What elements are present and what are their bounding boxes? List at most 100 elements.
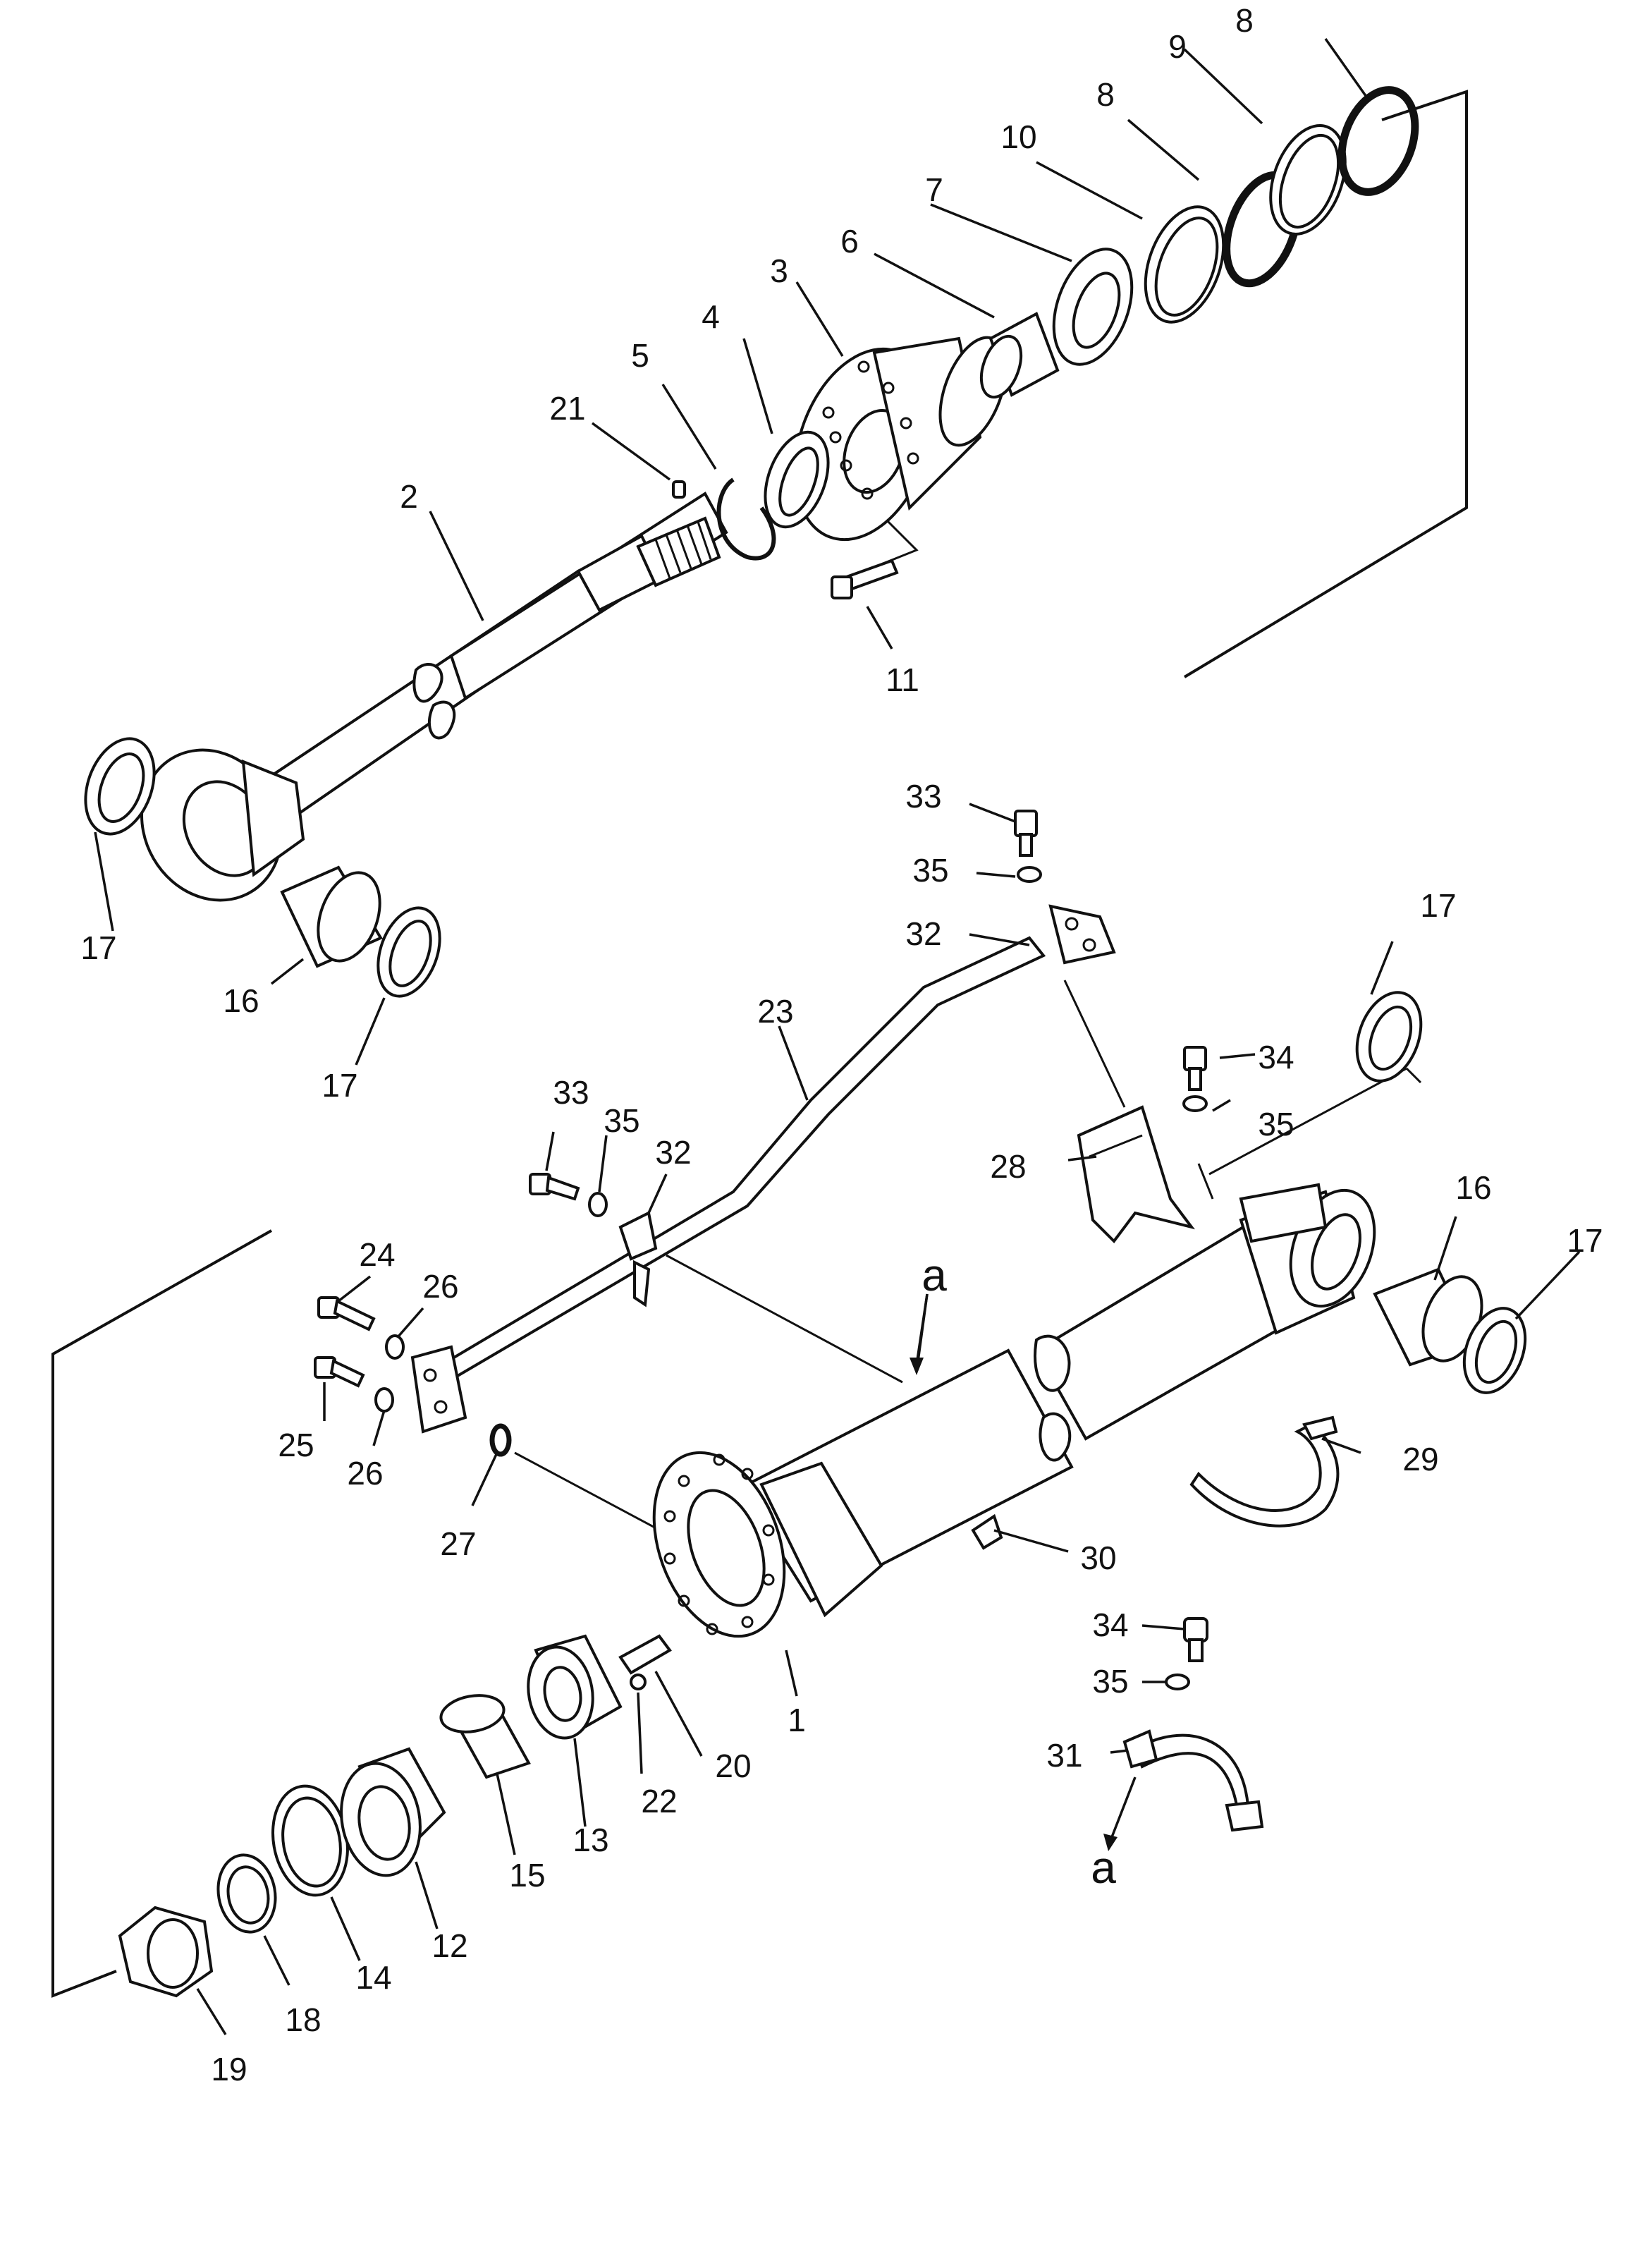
callout-10: 10 — [1000, 118, 1036, 155]
washer-26-lower — [374, 1387, 394, 1413]
nut-19 — [118, 1906, 214, 1998]
callout-11: 11 — [886, 662, 919, 698]
o-ring-8-outer — [1337, 86, 1419, 196]
seal-14 — [271, 1784, 349, 1897]
washer-26-upper — [385, 1334, 405, 1360]
piston-12 — [340, 1747, 446, 1877]
callout-17-lower-left: 17 — [322, 1067, 357, 1104]
callout-20: 20 — [715, 1748, 751, 1784]
callout-12: 12 — [431, 1927, 467, 1964]
callout-1: 1 — [788, 1702, 806, 1738]
callout-2: 2 — [400, 478, 418, 515]
clamp-30 — [971, 1513, 1003, 1550]
washer-35-mid — [588, 1192, 608, 1217]
bolt-34-lower — [1183, 1617, 1208, 1662]
callout-17-right-bottom: 17 — [1567, 1222, 1603, 1259]
cylinder-head — [793, 336, 1008, 542]
callout-7: 7 — [925, 171, 943, 208]
callout-32-mid: 32 — [655, 1134, 691, 1171]
callout-35-right: 35 — [1258, 1106, 1294, 1142]
callout-3: 3 — [770, 252, 788, 289]
seal-7 — [1052, 248, 1134, 366]
callout-25: 25 — [278, 1427, 314, 1463]
callout-labels: 1 2 3 4 5 6 7 8 8 9 10 11 12 13 14 15 16… — [80, 2, 1603, 2087]
bolt-25 — [314, 1356, 365, 1388]
clamp-31 — [1122, 1729, 1264, 1832]
callout-14: 14 — [355, 1959, 391, 1996]
callout-4: 4 — [702, 298, 720, 335]
lower-group-frame — [51, 1229, 272, 1998]
clamp-32-upper — [618, 1211, 658, 1307]
callout-27: 27 — [440, 1525, 476, 1562]
set-screw-21 — [672, 480, 686, 499]
dust-seal-17-right-bottom — [1462, 1307, 1527, 1394]
callout-6: 6 — [840, 223, 859, 260]
pipe-23 — [428, 936, 1046, 1388]
callout-26-lower: 26 — [347, 1455, 383, 1492]
callout-34-upper: 34 — [1258, 1039, 1294, 1075]
callout-8-inner: 8 — [1096, 76, 1115, 113]
bushing-6 — [979, 312, 1060, 399]
bolt-34-upper — [1183, 1046, 1207, 1091]
callout-16-left: 16 — [223, 982, 259, 1019]
dust-seal-17-top-left — [84, 737, 156, 836]
ball-22 — [630, 1673, 647, 1690]
pipe-flange-left — [410, 1345, 467, 1434]
pipe-flange-right — [1048, 904, 1116, 965]
clamp-29 — [1189, 1415, 1340, 1528]
bushing-16-right — [1373, 1267, 1483, 1367]
callout-28: 28 — [990, 1148, 1026, 1185]
ring-10 — [1144, 205, 1225, 324]
view-marker-a-upper: a — [922, 1250, 947, 1300]
washer-35-upper — [1017, 866, 1042, 883]
bracket-guide-lines — [514, 980, 1422, 1539]
callout-13: 13 — [573, 1822, 608, 1858]
plug-20 — [618, 1634, 672, 1675]
callout-35-mid: 35 — [604, 1102, 639, 1139]
bolt-24 — [317, 1296, 376, 1331]
callout-17-right-top: 17 — [1420, 887, 1456, 924]
cylinder-tube — [652, 1183, 1376, 1638]
o-ring-27 — [489, 1423, 512, 1457]
view-marker-labels: a a — [922, 1250, 1116, 1893]
view-marker-a-lower: a — [1091, 1842, 1116, 1893]
bushing-16-left — [280, 865, 383, 968]
view-arrows — [910, 1293, 1137, 1851]
callout-29: 29 — [1402, 1441, 1438, 1477]
callout-9: 9 — [1168, 28, 1187, 65]
callout-22: 22 — [641, 1783, 677, 1819]
callout-23: 23 — [757, 993, 793, 1030]
ring-18 — [216, 1853, 277, 1934]
callout-17-top-left: 17 — [80, 929, 116, 966]
bolt-33-mid — [529, 1173, 580, 1201]
callout-35-upper: 35 — [912, 852, 948, 889]
nut-13 — [527, 1634, 623, 1740]
snap-ring-5 — [716, 477, 776, 561]
callout-32-upper: 32 — [905, 915, 941, 952]
bracket-28 — [1077, 1105, 1195, 1244]
callout-5: 5 — [631, 337, 649, 374]
callout-8-outer: 8 — [1235, 2, 1254, 39]
washer-35-lower — [1165, 1673, 1190, 1690]
leader-lines — [94, 37, 1581, 2035]
callout-24: 24 — [359, 1236, 395, 1273]
callout-19: 19 — [211, 2051, 247, 2087]
washer-35-right-upper — [1182, 1095, 1208, 1112]
bolt-11 — [831, 559, 899, 599]
callout-30: 30 — [1080, 1540, 1116, 1576]
callout-26-upper: 26 — [422, 1268, 458, 1305]
upper-group-frame — [1183, 90, 1468, 678]
callout-33-upper: 33 — [905, 778, 941, 815]
callout-33-mid: 33 — [553, 1074, 589, 1111]
bolt-33-upper — [1014, 810, 1038, 857]
piston-rod — [140, 492, 728, 902]
callout-31: 31 — [1046, 1737, 1082, 1774]
callout-21: 21 — [549, 390, 585, 427]
seal-4 — [764, 430, 830, 529]
callout-34-lower: 34 — [1092, 1606, 1128, 1643]
callout-15: 15 — [509, 1857, 545, 1894]
ring-9 — [1269, 124, 1347, 236]
bolt-11-guide — [873, 506, 919, 566]
dust-seal-17-lower-left — [376, 906, 441, 998]
